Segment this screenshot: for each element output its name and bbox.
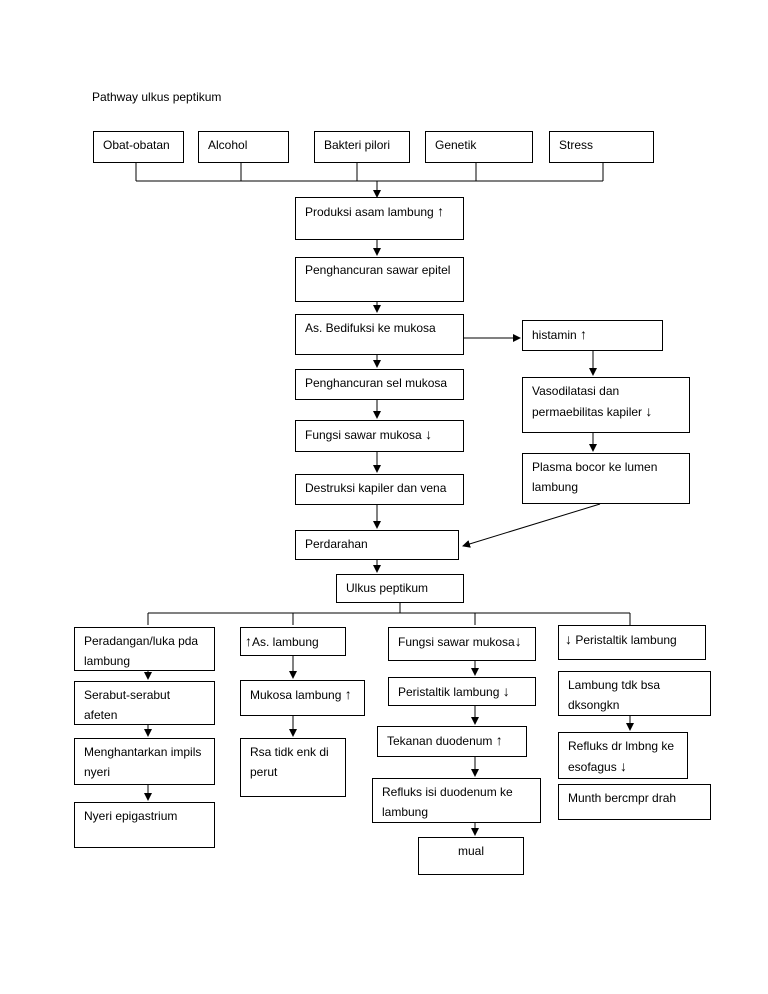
destruksi-box: Destruksi kapiler dan vena: [295, 474, 464, 505]
arrow-down-icon: ↓: [514, 633, 522, 649]
arrow-down-icon: ↓: [645, 403, 653, 419]
bedifuksi-box: As. Bedifuksi ke mukosa: [295, 314, 464, 355]
produksi-box: Produksi asam lambung ↑: [295, 197, 464, 240]
cause-bakteri-label: Bakteri pilori: [324, 138, 391, 152]
nyeri-box: Nyeri epigastrium: [74, 802, 215, 848]
tdk-bsa-box: Lambung tdk bsa dksongkn: [558, 671, 711, 716]
tdk-bsa-label: Lambung tdk bsa dksongkn: [568, 678, 661, 712]
rsa-label: Rsa tidk enk di perut: [250, 745, 329, 779]
vasodilatasi-label: Vasodilatasi dan permaebilitas kapiler: [532, 384, 643, 419]
produksi-label: Produksi asam lambung: [305, 205, 434, 219]
fungsi-sawar-box: Fungsi sawar mukosa ↓: [295, 420, 464, 452]
diagram-title: Pathway ulkus peptikum: [92, 90, 222, 104]
peradangan-box: Peradangan/luka pda lambung: [74, 627, 215, 671]
cause-genetik-label: Genetik: [435, 138, 477, 152]
bedifuksi-label: As. Bedifuksi ke mukosa: [305, 321, 436, 335]
fungsi-col3-label: Fungsi sawar mukosa: [398, 635, 515, 649]
mukosa-label: Mukosa lambung: [250, 688, 342, 702]
arrow-down-icon: ↓: [620, 758, 628, 774]
peristaltik-col4-box: ↓ Peristaltik lambung: [558, 625, 706, 660]
fungsi-sawar-label: Fungsi sawar mukosa: [305, 428, 422, 442]
destruksi-label: Destruksi kapiler dan vena: [305, 481, 447, 495]
perdarahan-label: Perdarahan: [305, 537, 368, 551]
mual-label: mual: [457, 844, 484, 858]
refluks-col4-label: Refluks dr lmbng ke esofagus: [568, 739, 675, 774]
cause-bakteri-box: Bakteri pilori: [314, 131, 410, 163]
mukosa-box: Mukosa lambung ↑: [240, 680, 365, 716]
peristaltik-col3-label: Peristaltik lambung: [398, 685, 500, 699]
menghantarkan-box: Menghantarkan impils nyeri: [74, 738, 215, 785]
rsa-box: Rsa tidk enk di perut: [240, 738, 346, 797]
cause-alcohol-label: Alcohol: [208, 138, 248, 152]
serabut-box: Serabut-serabut afeten: [74, 681, 215, 725]
peristaltik-col4-label: Peristaltik lambung: [575, 633, 677, 647]
arrow-down-icon: ↓: [565, 631, 572, 647]
arrow-up-icon: ↑: [344, 686, 352, 702]
tekanan-box: Tekanan duodenum ↑: [377, 726, 527, 757]
mual-box: mual: [418, 837, 524, 875]
penghancuran-sawar-label: Penghancuran sawar epitel: [305, 263, 451, 277]
arrow-down-icon: ↓: [425, 426, 433, 442]
penghancuran-sel-label: Penghancuran sel mukosa: [305, 376, 448, 390]
munth-box: Munth bercmpr drah: [558, 784, 711, 820]
vasodilatasi-box: Vasodilatasi dan permaebilitas kapiler ↓: [522, 377, 690, 433]
arrow-up-icon: ↑: [495, 732, 503, 748]
plasma-box: Plasma bocor ke lumen lambung: [522, 453, 690, 504]
penghancuran-sel-box: Penghancuran sel mukosa: [295, 369, 464, 400]
nyeri-label: Nyeri epigastrium: [84, 809, 178, 823]
arrow-up-icon: ↑: [580, 326, 588, 342]
refluks-col3-box: Refluks isi duodenum ke lambung: [372, 778, 541, 823]
as-lambung-box: ↑As. lambung: [240, 627, 346, 656]
peradangan-label: Peradangan/luka pda lambung: [84, 634, 199, 668]
peristaltik-col3-box: Peristaltik lambung ↓: [388, 677, 536, 706]
serabut-label: Serabut-serabut afeten: [84, 688, 171, 722]
fungsi-col3-box: Fungsi sawar mukosa↓: [388, 627, 536, 661]
munth-label: Munth bercmpr drah: [568, 791, 677, 805]
cause-stress-label: Stress: [559, 138, 594, 152]
arrow-up-icon: ↑: [437, 203, 445, 219]
arrow-down-icon: ↓: [502, 683, 510, 699]
cause-obat-box: Obat-obatan: [93, 131, 184, 163]
ulkus-box: Ulkus peptikum: [336, 574, 464, 603]
cause-alcohol-box: Alcohol: [198, 131, 289, 163]
refluks-col4-box: Refluks dr lmbng ke esofagus ↓: [558, 732, 688, 779]
histamin-label: histamin: [532, 328, 577, 342]
histamin-box: histamin ↑: [522, 320, 663, 351]
menghantarkan-label: Menghantarkan impils nyeri: [84, 745, 202, 779]
as-lambung-label: As. lambung: [252, 635, 319, 649]
arrow-up-icon: ↑: [245, 633, 252, 649]
cause-obat-label: Obat-obatan: [103, 138, 170, 152]
cause-genetik-box: Genetik: [425, 131, 533, 163]
penghancuran-sawar-box: Penghancuran sawar epitel: [295, 257, 464, 302]
refluks-col3-label: Refluks isi duodenum ke lambung: [382, 785, 513, 819]
plasma-label: Plasma bocor ke lumen lambung: [532, 460, 658, 494]
ulkus-label: Ulkus peptikum: [346, 581, 429, 595]
cause-stress-box: Stress: [549, 131, 654, 163]
perdarahan-box: Perdarahan: [295, 530, 459, 560]
tekanan-label: Tekanan duodenum: [387, 734, 493, 748]
